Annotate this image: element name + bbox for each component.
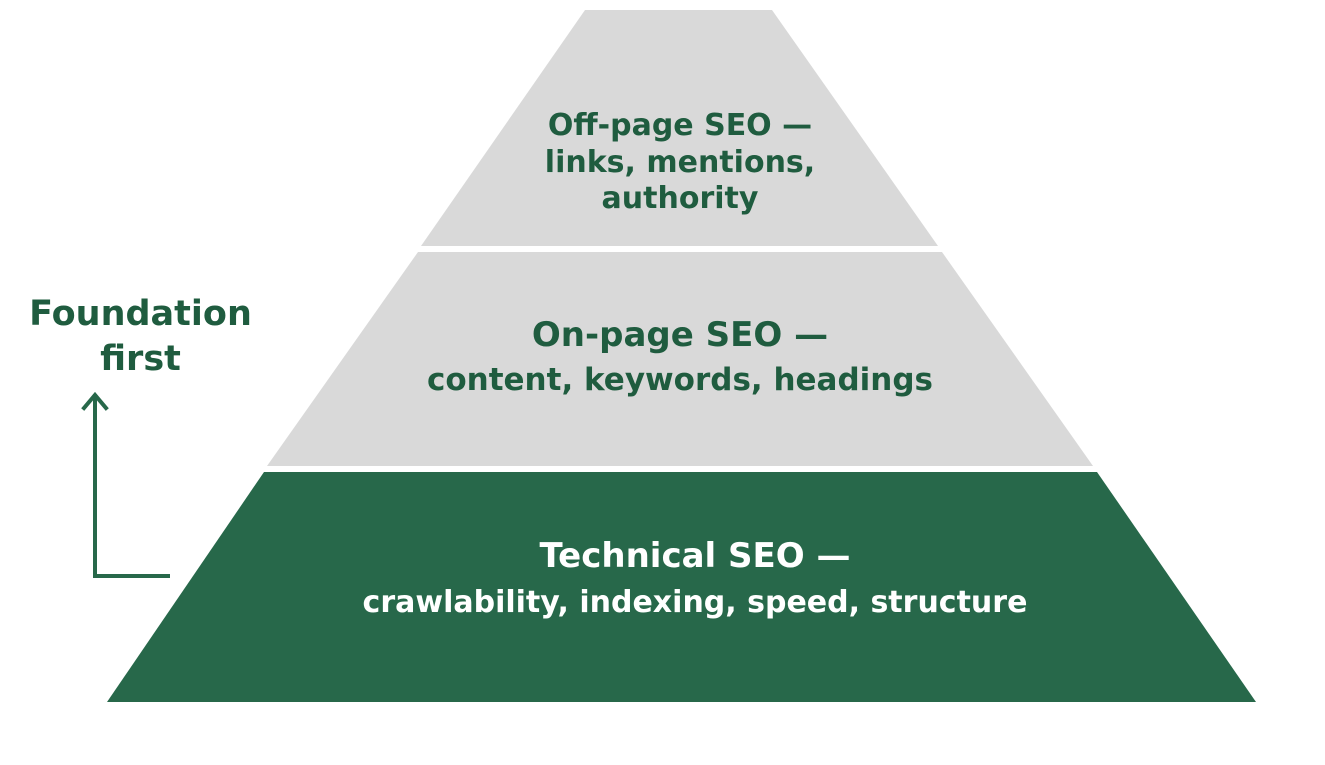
foundation-arrow-icon: [81, 391, 170, 578]
tier-top-line-1: Off-page SEO —: [547, 108, 813, 143]
foundation-first-label: Foundation first: [8, 292, 273, 382]
tier-bottom-line-1: Technical SEO —: [539, 536, 851, 576]
tier-bottom-line-2: crawlability, indexing, speed, structure: [362, 585, 1028, 621]
tier-top-line-3: authority: [601, 181, 759, 217]
tier-bottom-shape: [107, 472, 1256, 702]
tier-middle-shape: [267, 252, 1093, 466]
tier-middle-label: On-page SEO — content, keywords, heading…: [380, 315, 980, 400]
side-label-line-1: Foundation: [29, 294, 252, 334]
tier-middle-line-1: On-page SEO —: [531, 315, 829, 355]
side-label-line-2: first: [100, 338, 181, 379]
tier-bottom-label: Technical SEO — crawlability, indexing, …: [300, 536, 1090, 622]
tier-middle-line-2: content, keywords, headings: [426, 362, 934, 399]
tier-top-line-2: links, mentions,: [544, 144, 816, 180]
tier-top-label: Off-page SEO — links, mentions, authorit…: [480, 108, 880, 218]
tier-top-shape: [421, 10, 938, 246]
